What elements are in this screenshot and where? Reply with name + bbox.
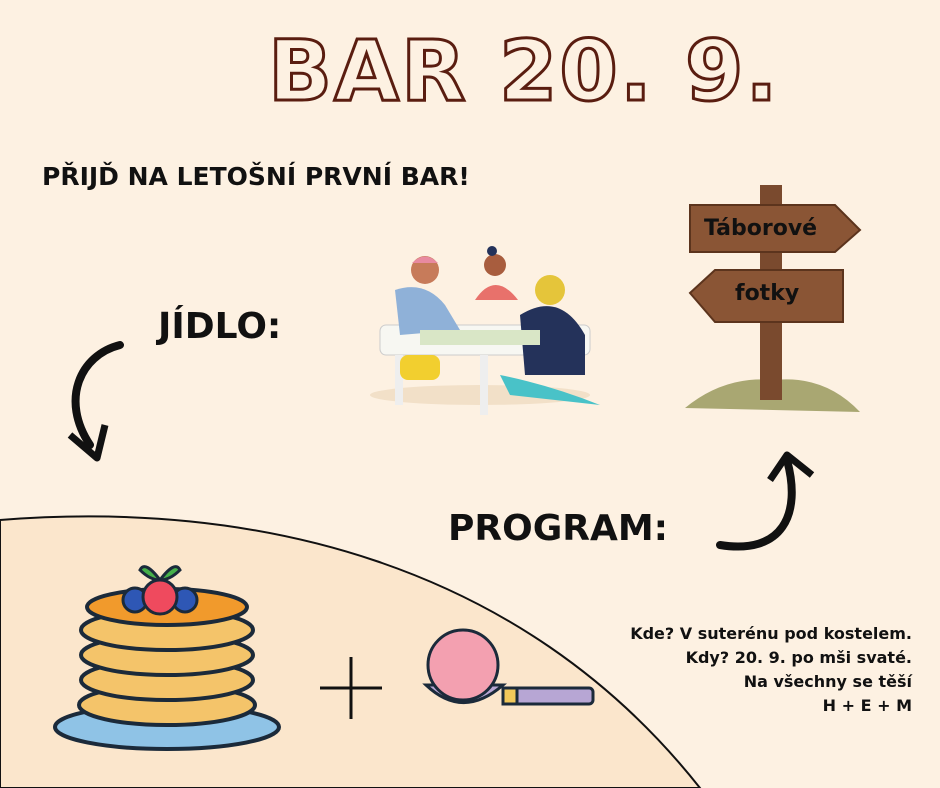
subtitle: PŘIJĎ NA LETOŠNÍ PRVNÍ BAR! <box>42 162 470 191</box>
pancakes-illustration <box>53 565 281 751</box>
program-label: PROGRAM: <box>448 508 669 549</box>
page-title: BAR 20. 9. <box>266 21 780 122</box>
info-signature: H + E + M <box>822 696 912 715</box>
info-greeting: Na všechny se těší <box>743 672 912 691</box>
ice-cream-scoop-illustration <box>422 628 595 706</box>
food-label: JÍDLO: <box>158 306 282 347</box>
info-where: Kde? V suterénu pod kostelem. <box>630 624 912 643</box>
curved-arrow-up-icon <box>716 451 815 551</box>
info-when: Kdy? 20. 9. po mši svaté. <box>685 648 912 667</box>
plus-icon <box>320 657 382 719</box>
signpost-illustration <box>685 185 862 412</box>
board-game-illustration <box>370 246 600 415</box>
event-info: Kde? V suterénu pod kostelem. Kdy? 20. 9… <box>630 622 912 718</box>
signpost-text-bottom: fotky <box>735 281 800 306</box>
signpost-text-top: Táborové <box>704 216 818 241</box>
curved-arrow-down-icon <box>67 341 124 462</box>
